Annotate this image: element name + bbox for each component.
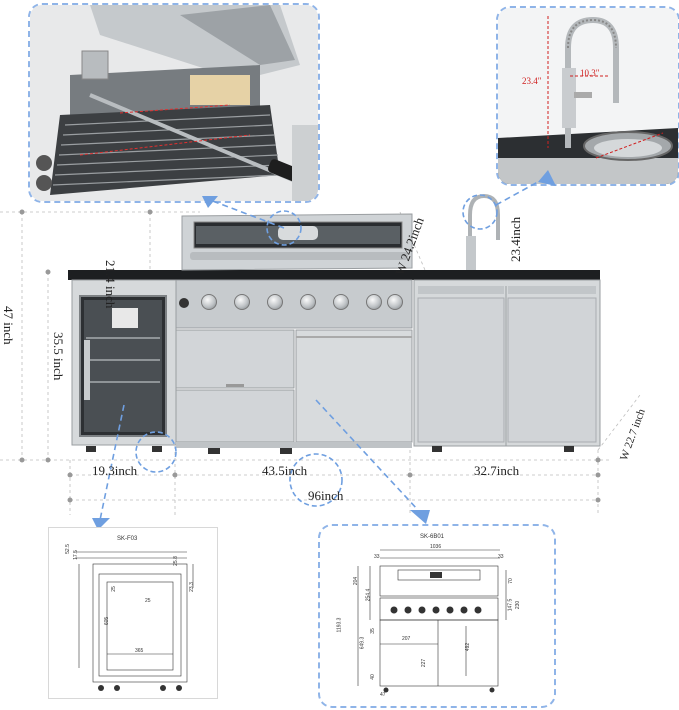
fridge-dim-label: 605 xyxy=(104,616,111,626)
cabinet-height-label: 35.5 inch xyxy=(51,332,66,381)
faucet-photo-inset: 23.4" 10.3" xyxy=(496,6,679,186)
burner-knob-5 xyxy=(333,294,349,310)
grill-photo-inset xyxy=(28,3,320,203)
grill-dim-label: 230 xyxy=(515,600,522,610)
sink-width-label: 32.7inch xyxy=(474,463,520,478)
grill-dim-label: 40 xyxy=(369,674,376,680)
grill-dim-label: 47 xyxy=(380,692,386,698)
fridge-dim-label: 17.5 xyxy=(72,550,79,560)
fridge-technical-drawing xyxy=(75,551,194,691)
fridge-dim-label: 25 xyxy=(110,586,117,592)
fridge-dim-label: 25.8 xyxy=(172,556,179,566)
burner-knob-6 xyxy=(366,294,382,310)
burner-knob-1 xyxy=(201,294,217,310)
fridge-dim-label: 365 xyxy=(135,648,144,654)
grill-dim-label: 492 xyxy=(465,642,472,652)
grill-dim-label: 254.4 xyxy=(365,588,372,602)
burner-knob-7 xyxy=(387,294,403,310)
grill-dim-label: 147.5 xyxy=(507,598,514,612)
grill-dim-label: 227 xyxy=(421,658,428,668)
grill-technical-drawing xyxy=(357,549,507,693)
fridge-dim-label: 23.3 xyxy=(188,582,195,592)
grill-dim-label: 204 xyxy=(353,576,360,586)
fridge-dim-label: 25 xyxy=(145,598,151,604)
grill-dim-label: 33 xyxy=(374,554,380,560)
grill-width-label: 43.5inch xyxy=(262,463,308,478)
grill-interior-photo xyxy=(30,5,318,201)
grill-dim-label: 649.3 xyxy=(359,636,366,650)
grill-dim-label: 1036 xyxy=(430,544,442,550)
total-width-label: 96inch xyxy=(308,488,344,503)
faucet-reach-label: 10.3" xyxy=(580,68,600,78)
grill-dim-label: 207 xyxy=(402,636,411,642)
total-height-label: 47 inch xyxy=(1,306,16,345)
fridge-width-label: 19.3inch xyxy=(92,463,138,478)
faucet-height-label: 23.4" xyxy=(522,76,542,86)
grill-dim-label: 70 xyxy=(507,578,514,584)
faucet-height-dimension-label: 23.4inch xyxy=(508,216,523,262)
burner-knob-3 xyxy=(267,294,283,310)
grill-dim-label: 33 xyxy=(498,554,504,560)
burner-knob-2 xyxy=(234,294,250,310)
grill-dim-label: 1193.3 xyxy=(336,617,343,633)
grill-dim-label: 35 xyxy=(369,628,376,634)
fridge-model-label: SK-F03 xyxy=(117,536,138,542)
fridge-drawing-panel: SK-F03 52.5 17.5 25.8 23.3 25 25 605 365 xyxy=(48,527,218,699)
grill-drawing-inset: SK-6B01 1036 33 33 204 70 254.4 147. xyxy=(318,524,556,708)
grill-hood-height-label: 21.4 inch xyxy=(103,260,118,309)
fridge-dim-label: 52.5 xyxy=(64,544,71,554)
grill-model-label: SK-6B01 xyxy=(420,534,445,540)
faucet-sink-photo xyxy=(498,8,678,184)
burner-knob-4 xyxy=(300,294,316,310)
